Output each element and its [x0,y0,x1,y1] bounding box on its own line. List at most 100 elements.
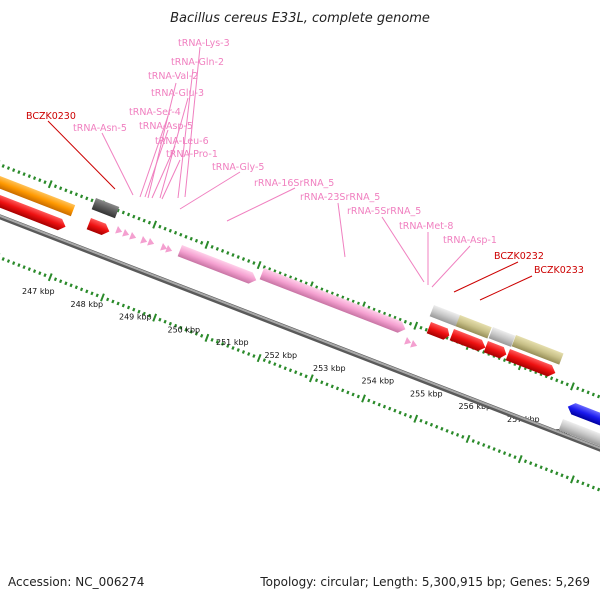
ruler-minor-tick [32,269,37,273]
ruler-minor-tick [38,271,42,276]
ruler-minor-tick [273,362,277,367]
upper-track-minor-tick [581,388,585,393]
ruler-minor-tick [283,366,287,371]
upper-track-major-tick [256,260,262,270]
ruler-minor-tick [173,323,178,328]
ruler-minor-tick [288,368,293,373]
label-trna-val-2: tRNA-Val-2 [148,71,198,82]
upper-track-minor-tick [79,194,84,199]
upper-track-minor-tick [126,212,131,217]
upper-track-minor-tick [137,216,141,221]
ruler-minor-tick [482,443,486,447]
ruler-minor-tick [487,445,491,449]
ruler-minor-tick [116,301,120,306]
upper-track-minor-tick [596,394,600,399]
ruler-minor-tick [591,485,595,490]
ruler-minor-tick [43,273,47,278]
ruler-tick-label: 254 kbp [362,377,395,386]
upper-track-minor-tick [179,232,183,237]
ruler-minor-tick [168,321,172,326]
label-trna-asn-5: tRNA-Asn-5 [73,123,127,134]
upper-track-minor-tick [591,392,595,397]
upper-track-minor-tick [189,236,193,241]
upper-track-minor-tick [1,164,5,168]
ruler-minor-tick [377,402,381,407]
ruler-minor-tick [241,350,246,354]
feature-red-bczk0233-a [483,341,507,359]
ruler-minor-tick [549,469,554,474]
ruler-minor-tick [278,364,282,369]
ruler-minor-tick [492,447,496,451]
ruler-tick-label: 251 kbp [216,338,249,347]
ruler-minor-tick [79,287,84,292]
upper-track-minor-tick [586,390,590,395]
ruler-minor-tick [419,418,423,423]
upper-track-minor-tick [168,228,172,233]
ruler-minor-tick [299,372,303,377]
feature-gray-block-bczk0230 [91,198,120,219]
ruler-minor-tick [74,285,78,290]
ruler-minor-tick [220,342,225,346]
upper-track-minor-tick [226,251,230,255]
ruler-minor-tick [351,392,355,397]
ruler-minor-tick [555,471,559,476]
ruler-minor-tick [304,374,308,379]
ruler-major-tick [517,455,523,464]
ruler-minor-tick [529,461,533,466]
label-trna-met-8: tRNA-Met-8 [399,221,453,232]
ruler-minor-tick [534,463,538,468]
feature-red-bczk0232-a [426,322,450,340]
label-rrna-16s: rRNA-16SrRNA_5 [254,178,334,189]
ruler-minor-tick [142,311,146,316]
ruler-minor-tick [372,400,376,405]
feature-blue-arrow [567,403,600,427]
ruler-minor-tick [502,451,507,455]
ruler-minor-tick [497,449,501,453]
upper-track-minor-tick [27,174,31,178]
upper-track-major-tick [47,180,53,189]
ruler-minor-tick [429,422,434,427]
ruler-minor-tick [403,412,407,417]
feature-light-gray-1 [429,305,461,327]
upper-track-minor-tick [32,176,37,180]
upper-track-minor-tick [215,247,219,251]
upper-track-minor-tick [393,315,397,320]
map-title: Bacillus cereus E33L, complete genome [170,11,430,26]
feature-trna-arrows [115,226,418,348]
feature-olive-2 [511,335,564,365]
ruler-major-tick [100,293,105,302]
ruler-minor-tick [314,378,319,383]
label-rrna-5s: rRNA-5SrRNA_5 [347,206,421,217]
ruler-tick-label: 247 kbp [22,287,55,296]
upper-track-minor-tick [241,257,246,261]
ruler-minor-tick [59,279,63,284]
upper-track-minor-tick [17,170,21,175]
ruler-minor-tick [586,483,590,488]
upper-track-major-tick [152,220,158,229]
ruler-minor-tick [576,479,580,484]
upper-track-minor-tick [502,358,507,362]
ruler-minor-tick [382,404,387,409]
upper-track-minor-tick [12,168,16,172]
upper-track-minor-tick [565,382,569,387]
upper-track-minor-tick [560,380,564,385]
label-rrna-23s: rRNA-23SrRNA_5 [300,192,380,203]
ruler-minor-tick [346,390,350,395]
ruler-minor-tick [184,327,188,332]
label-bczk0233: BCZK0233 [534,265,584,276]
ruler-minor-tick [320,380,324,385]
feature-red-bczk0232-b [449,329,486,352]
label-trna-pro-1: tRNA-Pro-1 [166,149,218,160]
upper-track-minor-tick [43,180,47,185]
ruler-minor-tick [231,346,235,350]
ruler-minor-tick [158,317,162,322]
upper-track-minor-tick [210,244,214,249]
accession-text: Accession: NC_006274 [8,575,144,589]
ruler-minor-tick [341,388,345,393]
label-trna-leu-6: tRNA-Leu-6 [155,136,209,147]
ruler-minor-tick [565,475,569,480]
ruler-minor-tick [12,261,16,265]
ruler-minor-tick [435,424,439,429]
ruler-minor-tick [85,289,89,294]
upper-track-minor-tick [147,220,152,225]
